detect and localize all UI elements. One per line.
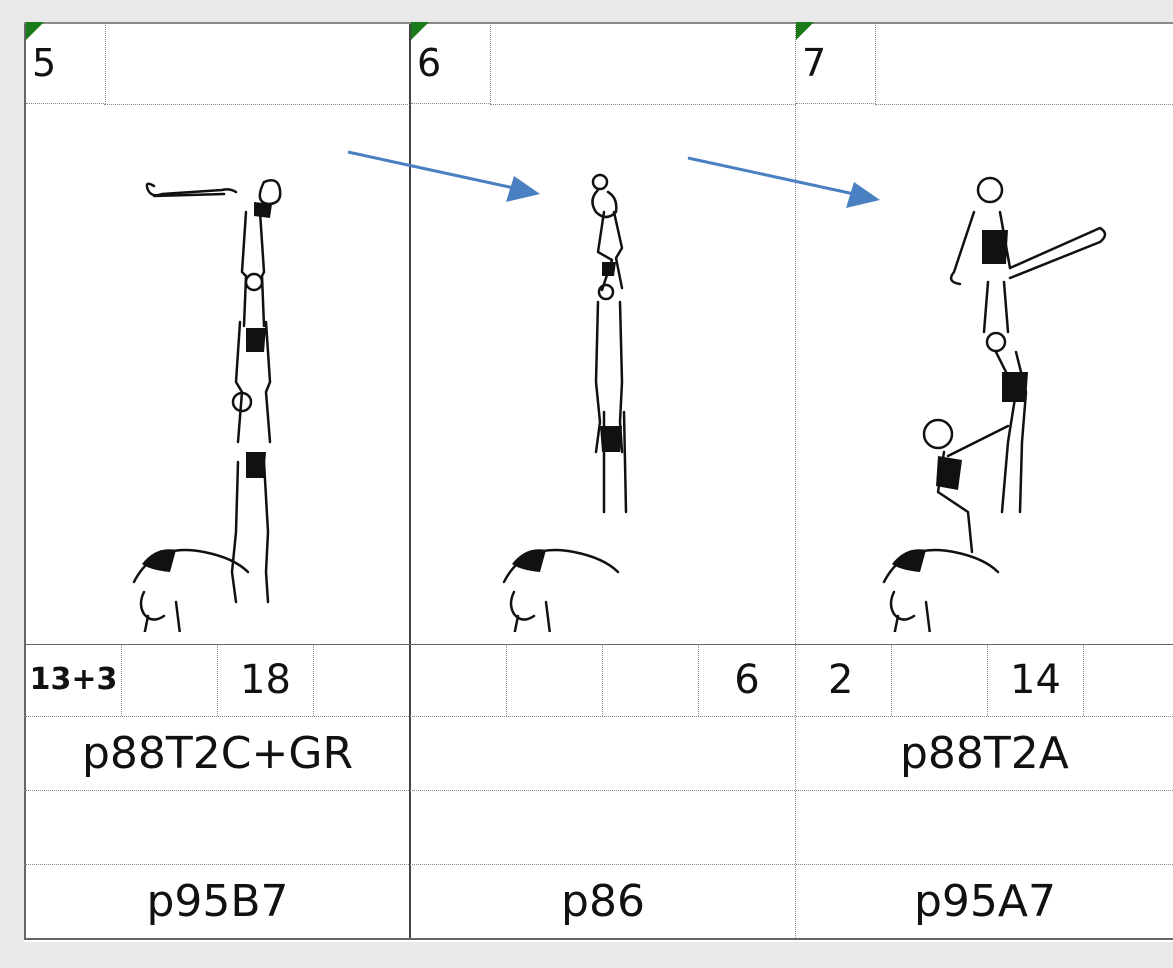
value-cell[interactable] <box>507 644 603 716</box>
grid-line <box>24 790 1173 791</box>
grid-line <box>409 22 411 940</box>
value-cell[interactable] <box>892 644 988 716</box>
grid-line <box>24 938 1173 940</box>
code-middle[interactable] <box>796 792 1173 864</box>
grid-line <box>24 22 26 940</box>
value-cell[interactable]: 13+3 <box>26 644 122 716</box>
figure-sheet: 5 6 7 13+3 18 6 2 14 p88T2C+GR p88T2A p9… <box>24 22 1173 942</box>
card-number[interactable]: 5 <box>26 22 106 104</box>
card-number[interactable]: 7 <box>796 22 876 104</box>
grid-line <box>24 716 1173 717</box>
code-bottom[interactable]: p86 <box>561 876 645 927</box>
grid-line <box>875 104 1173 105</box>
code-bottom[interactable]: p95A7 <box>914 876 1057 927</box>
acrobatic-pyramid-figure-icon <box>502 173 628 632</box>
value-cell[interactable]: 14 <box>988 644 1084 716</box>
transition-arrow-icon <box>687 156 880 208</box>
code-top[interactable]: p88T2C+GR <box>81 728 354 779</box>
transition-arrow-icon <box>347 150 540 202</box>
comment-indicator-icon <box>411 22 429 40</box>
value-cell[interactable] <box>314 644 409 716</box>
grid-line <box>24 864 1173 865</box>
value-cell[interactable] <box>411 644 507 716</box>
value-cell[interactable] <box>603 644 699 716</box>
grid-line <box>795 22 796 940</box>
grid-line <box>104 104 410 105</box>
card-number[interactable]: 6 <box>411 22 491 104</box>
code-middle[interactable] <box>26 792 409 864</box>
code-middle[interactable] <box>411 792 795 864</box>
code-bottom[interactable]: p95B7 <box>146 876 289 927</box>
comment-indicator-icon <box>796 22 814 40</box>
code-top[interactable] <box>411 718 795 790</box>
value-cell[interactable]: 2 <box>796 644 892 716</box>
grid-line <box>24 644 1173 645</box>
acrobatic-pyramid-figure-icon <box>882 176 1107 632</box>
value-cell[interactable] <box>122 644 218 716</box>
value-cell[interactable]: 6 <box>734 657 760 703</box>
grid-line <box>24 22 1173 24</box>
value-cell[interactable]: 18 <box>218 644 314 716</box>
value-cell[interactable] <box>1084 644 1173 716</box>
code-top[interactable]: p88T2A <box>900 728 1069 779</box>
grid-line <box>490 104 796 105</box>
comment-indicator-icon <box>26 22 44 40</box>
acrobatic-pyramid-figure-icon <box>132 179 282 632</box>
